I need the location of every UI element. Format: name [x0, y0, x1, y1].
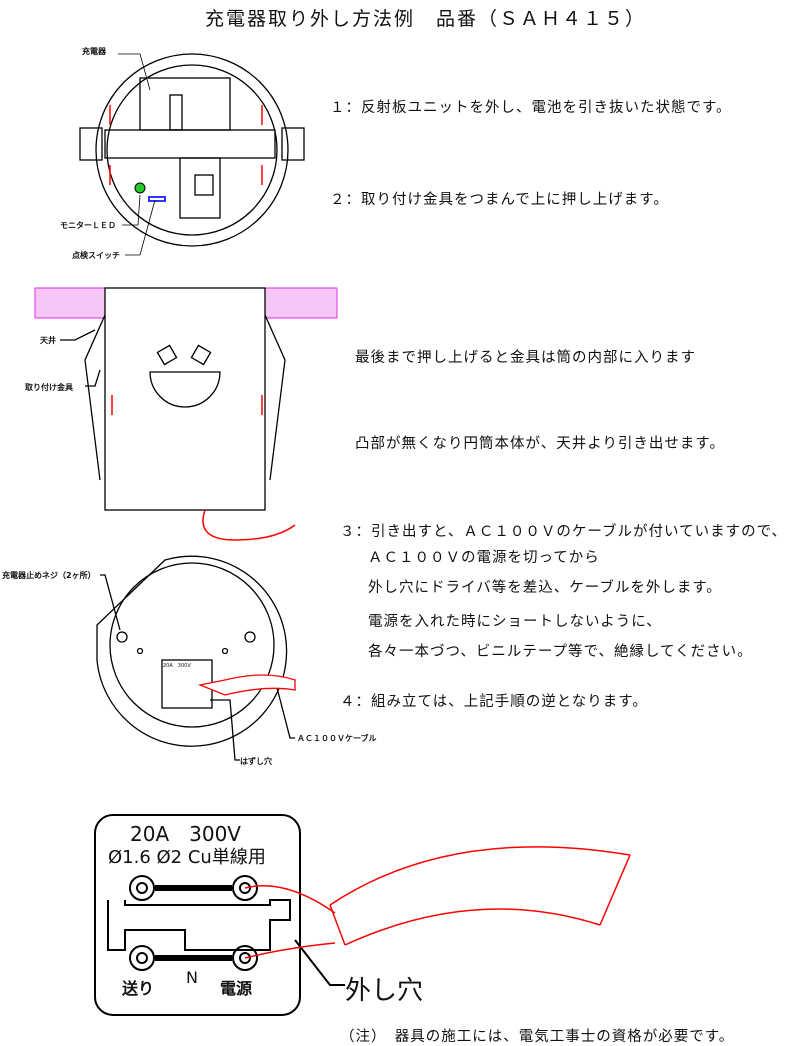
monitor-led-icon — [134, 182, 146, 194]
terminal-send-label: 送り — [122, 979, 155, 998]
terminal-rating: 20A 300V — [130, 822, 241, 846]
arrow-icons — [109, 105, 263, 185]
note: （注） 器具の施工には、電気工事士の資格が必要です。 — [340, 1029, 735, 1045]
label-screws: 充電器止めネジ（2ヶ所） — [2, 571, 96, 580]
label-charger: 充電器 — [82, 47, 106, 56]
label-release-hole: はずし穴 — [240, 757, 272, 766]
charger-top-view — [79, 53, 305, 247]
terminal-wire-spec: Ø1.6 Ø2 Cu単線用 — [108, 847, 266, 868]
label-monitor-led: モニターＬＥＤ — [60, 221, 116, 230]
terminal-release-hole-label: 外し穴 — [345, 976, 424, 1006]
wire-icon — [244, 846, 631, 959]
terminal-block — [94, 814, 345, 1016]
terminal-power-label: 電源 — [220, 979, 253, 998]
step-1: １：反射板ユニットを外し、電池を引き抜いた状態です。 — [330, 100, 732, 116]
step-2: ２：取り付け金具をつまんで上に押し上げます。 — [330, 192, 669, 208]
small-terminal-rating: 20A 300V — [163, 663, 191, 669]
step-4: ４：組み立ては、上記手順の逆となります。 — [340, 694, 648, 710]
label-bracket: 取り付け金具 — [25, 383, 73, 392]
charger-bottom-view — [96, 555, 295, 761]
cable-icon — [202, 509, 296, 541]
step-2-note-1: 最後まで押し上げると金具は筒の内部に入ります — [355, 350, 696, 366]
ceiling-icon — [34, 287, 338, 319]
label-check-switch: 点検スイッチ — [72, 251, 120, 260]
step-3-line-1: ３：引き出すと、ＡＣ１００Ｖのケーブルが付いていますので、 — [340, 524, 788, 540]
step-3-line-3: 外し穴にドライバ等を差込、ケーブルを外します。 — [368, 580, 722, 596]
terminal-n-label: N — [186, 968, 198, 987]
step-2-note-2: 凸部が無くなり円筒本体が、天井より引き出せます。 — [355, 436, 725, 452]
step-3-line-4: 電源を入れた時にショートしないように、 — [368, 614, 662, 630]
cylinder-side-view — [60, 287, 286, 511]
step-3-line-2: ＡＣ１００Ｖの電源を切ってから — [368, 550, 600, 566]
check-switch-icon — [148, 196, 166, 202]
label-cable: ＡＣ１００Ｖケーブル — [297, 734, 377, 743]
page-title: 充電器取り外し方法例 品番（ＳＡＨ４１５） — [205, 8, 647, 30]
step-3-line-5: 各々一本づつ、ビニルテープ等で、絶縁してください。 — [368, 644, 753, 660]
label-ceiling: 天井 — [40, 336, 56, 345]
